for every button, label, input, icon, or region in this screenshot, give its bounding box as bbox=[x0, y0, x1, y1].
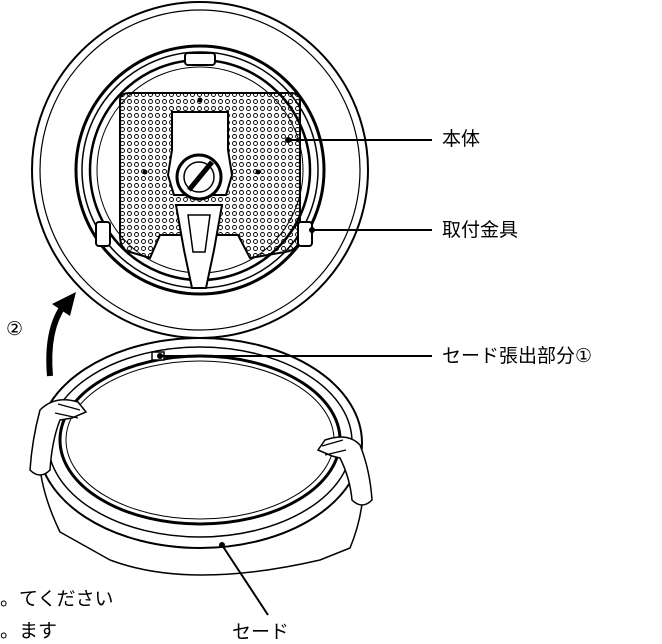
left-hand bbox=[29, 399, 88, 476]
label-shade: セード bbox=[232, 621, 290, 643]
shade bbox=[29, 337, 373, 576]
caption-line-2: ます。 bbox=[0, 620, 58, 642]
label-step-two: ② bbox=[6, 318, 24, 340]
label-body: 本体 bbox=[442, 128, 481, 150]
main-body bbox=[31, 1, 369, 339]
rotation-arrow bbox=[46, 292, 76, 377]
body-ring-2 bbox=[74, 44, 326, 296]
hanger bbox=[174, 204, 224, 289]
shade-outer-ring bbox=[37, 337, 363, 549]
right-clip bbox=[297, 221, 313, 247]
leader-lines bbox=[157, 137, 432, 616]
caption-line-1: てください。 bbox=[0, 588, 114, 610]
shade-body bbox=[38, 439, 365, 576]
leader-shade bbox=[221, 544, 269, 616]
label-bracket: 取付金具 bbox=[442, 219, 519, 241]
top-tab bbox=[184, 52, 216, 66]
left-clip bbox=[95, 221, 111, 247]
label-shade-tab: セード張出部分① bbox=[442, 345, 593, 367]
